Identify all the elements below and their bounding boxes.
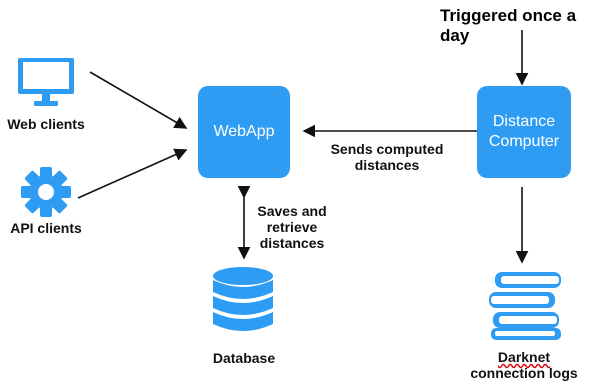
database-icon <box>210 266 276 342</box>
arrow-web-to-webapp <box>89 71 188 129</box>
distance-computer-node[interactable]: Distance Computer <box>477 86 571 178</box>
darknet-logs-line2: connection logs <box>470 365 578 381</box>
api-clients-label: API clients <box>10 220 82 236</box>
sends-computed-line1: Sends computed <box>330 141 444 157</box>
web-clients-label: Web clients <box>7 116 85 132</box>
distance-computer-label-line1: Distance <box>492 113 556 130</box>
sends-computed-label: Sends computed distances <box>324 141 450 173</box>
sends-computed-line2: distances <box>354 157 420 173</box>
webapp-label: WebApp <box>213 123 275 140</box>
webapp-node[interactable]: WebApp <box>198 86 290 178</box>
arrow-api-to-webapp <box>77 148 188 199</box>
darknet-logs-line1: Darknet <box>497 349 551 365</box>
saves-retrieve-line2: retrieve <box>266 219 318 235</box>
database-label: Database <box>212 350 276 366</box>
books-icon <box>487 270 567 342</box>
darknet-logs-label: Darknet connection logs <box>462 349 586 381</box>
trigger-label: Triggered once a day <box>440 6 577 45</box>
gear-icon <box>20 166 72 218</box>
saves-retrieve-label: Saves and retrieve distances <box>252 203 332 251</box>
saves-retrieve-line3: distances <box>259 235 325 251</box>
monitor-icon <box>16 56 76 108</box>
distance-computer-label-line2: Computer <box>488 133 560 150</box>
saves-retrieve-line1: Saves and <box>257 203 327 219</box>
